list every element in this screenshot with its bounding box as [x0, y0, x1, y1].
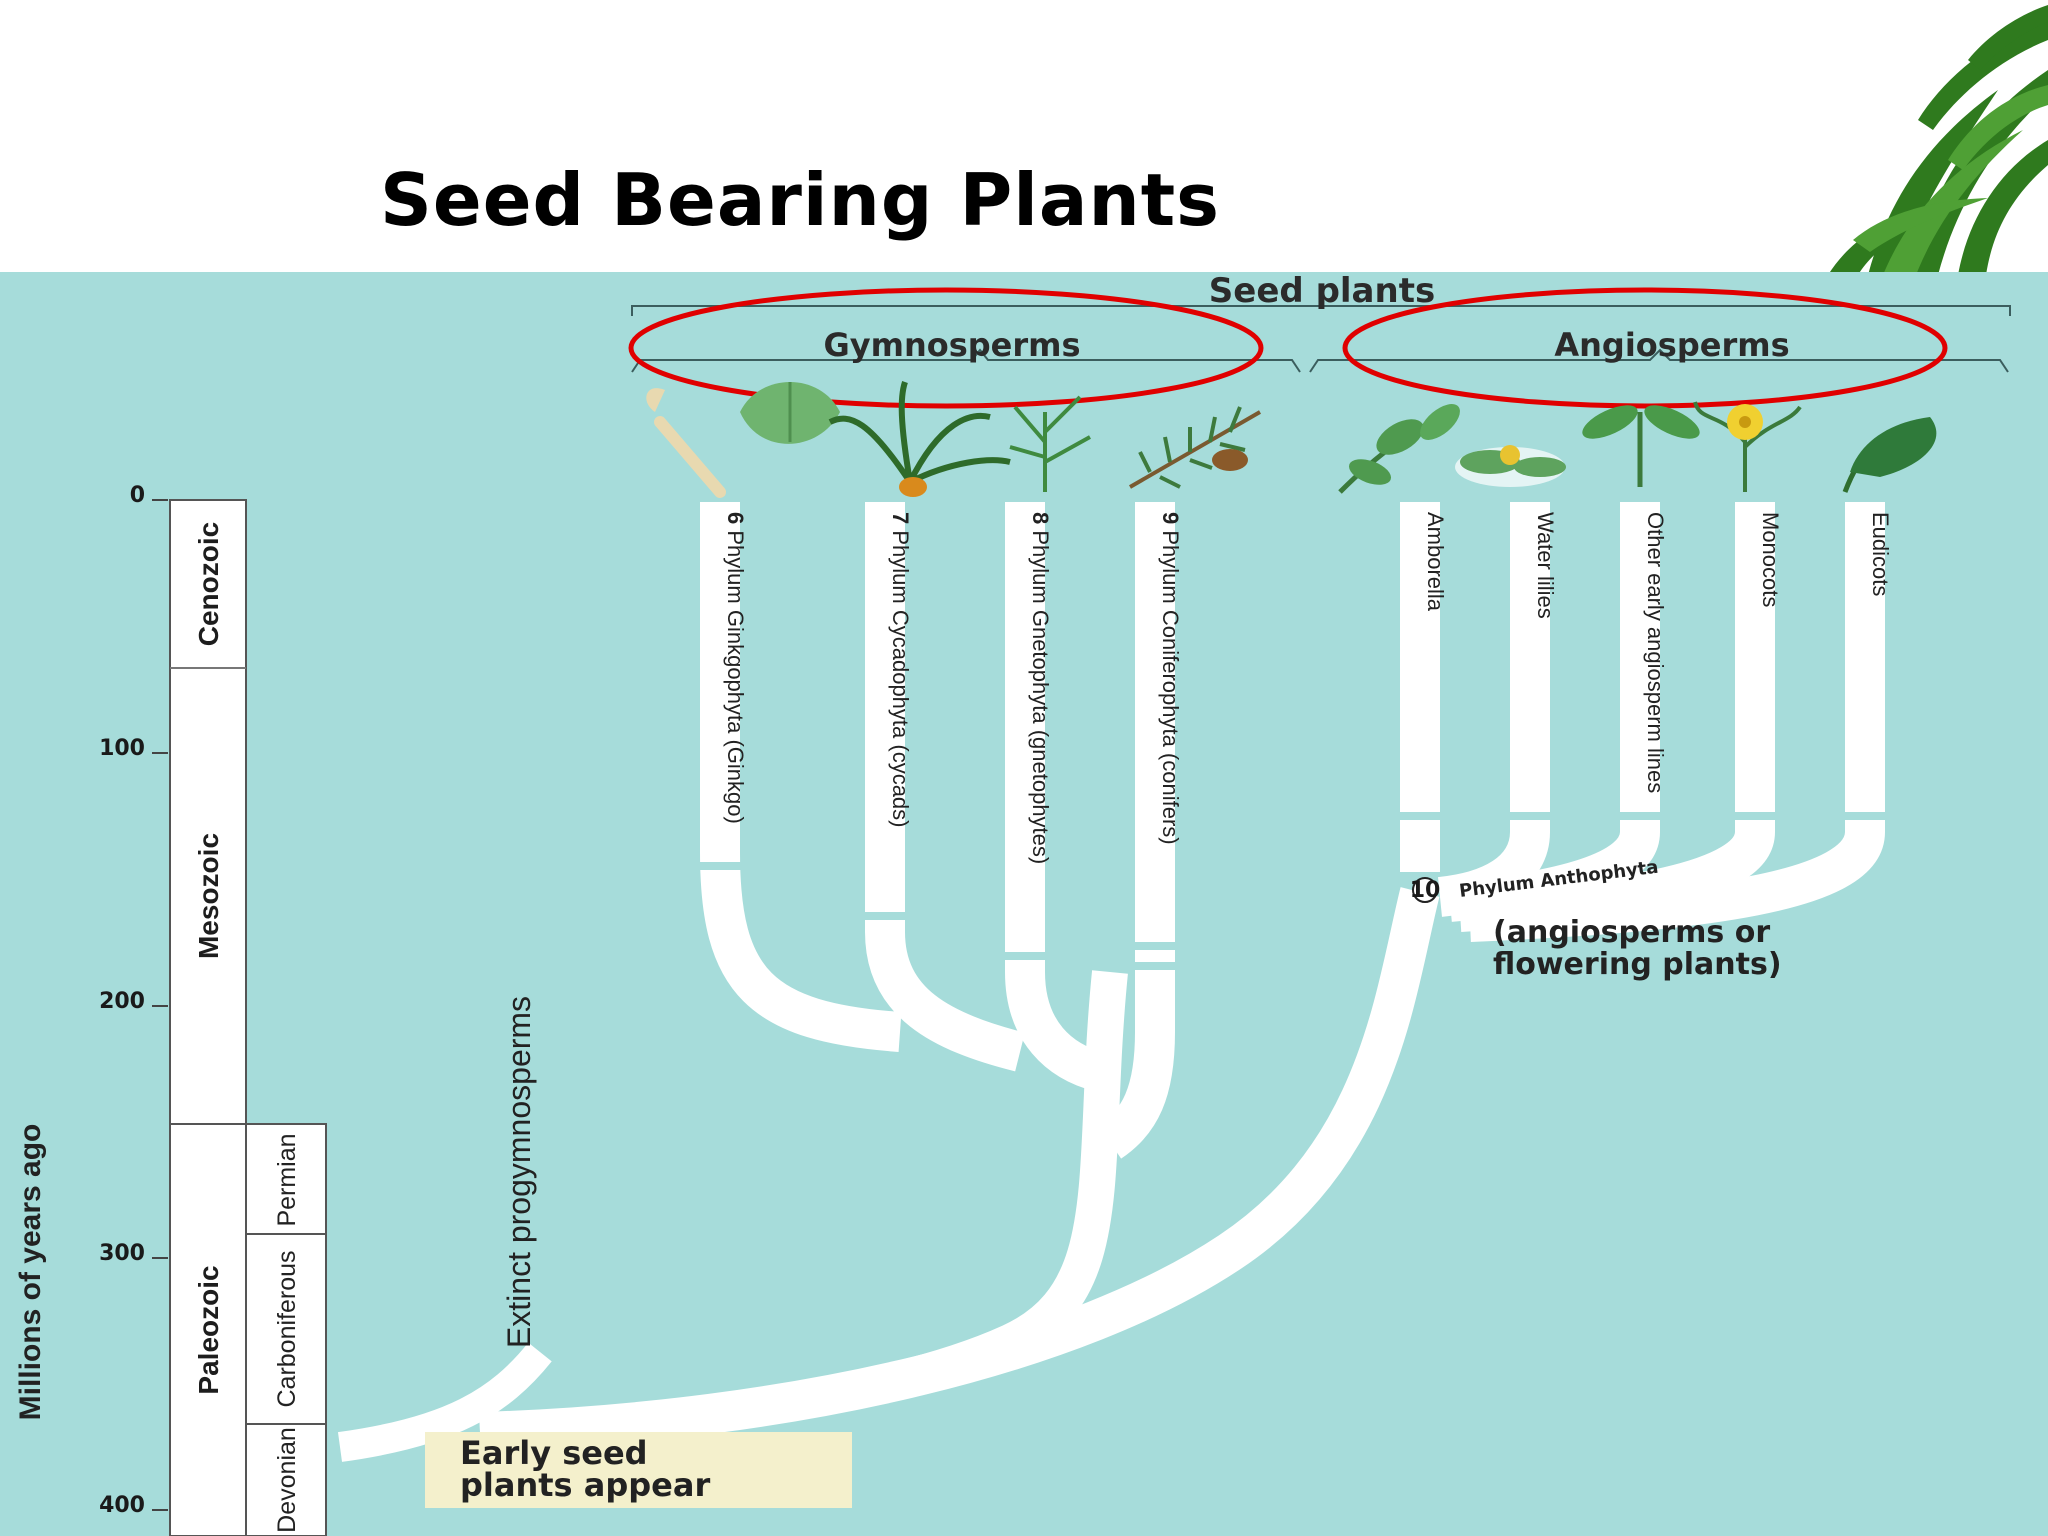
- early-seed-plants-note-line-2: plants appear: [460, 1466, 710, 1504]
- lineage-label-amborella: Amborella: [1423, 512, 1448, 612]
- tick-100: 100: [99, 736, 145, 761]
- amborella-illustration: [1338, 404, 1460, 494]
- anthophyta-note-line-2: flowering plants): [1493, 947, 1782, 982]
- eudicots-branch: [1469, 502, 1885, 942]
- early-seed-plants-note-box: [425, 1432, 852, 1508]
- time-axis-ticks: 0 100 200 300 400: [99, 483, 168, 1518]
- y-axis-label: Millions of years ago: [14, 1124, 47, 1421]
- lineage-label-conifers: 9 Phylum Coniferophyta (conifers): [1158, 512, 1183, 845]
- seed-plants-bracket: [631, 305, 2011, 316]
- gymnosperms-label: Gymnosperms: [823, 326, 1080, 364]
- early-angiosperm-illustration: [1582, 405, 1700, 487]
- extinct-progymnosperm-branch: [337, 1342, 552, 1462]
- angiosperms-label: Angiosperms: [1554, 326, 1789, 364]
- tick-400: 400: [99, 1493, 145, 1518]
- lineage-label-monocots: Monocots: [1758, 512, 1783, 607]
- cycad-branch: [865, 502, 1025, 1072]
- slide-title: Seed Bearing Plants: [380, 158, 1221, 242]
- angiosperms-bracket: [1309, 348, 2009, 373]
- ginkgo-branch: [700, 502, 902, 1052]
- seed-plants-header: Seed plants: [1209, 272, 1435, 311]
- seed-plant-phylogeny-diagram: Seed plants Gymnosperms Angiosperms: [14, 272, 2011, 1536]
- anthophyta-note-line-1: (angiosperms or: [1493, 915, 1770, 950]
- conifer-branch: [1098, 502, 1175, 1159]
- angiosperm-trunk: [479, 887, 1440, 1452]
- ginkgo-illustration: [646, 382, 840, 498]
- geologic-timescale: [169, 499, 327, 1536]
- angiosperms-highlight-ellipse: [1342, 287, 1948, 409]
- lineage-label-cycads: 7 Phylum Cycadophyta (cycads): [888, 512, 913, 828]
- branch-gap-bands: [700, 812, 1890, 970]
- gymnosperms-highlight-ellipse: [628, 287, 1264, 409]
- lineage-label-water-lilies: Water lilies: [1533, 512, 1558, 619]
- monocot-illustration: [1693, 401, 1802, 492]
- tick-300: 300: [99, 1241, 145, 1266]
- era-cenozoic: Cenozoic: [193, 522, 224, 646]
- cycad-illustration: [828, 381, 1011, 497]
- bamboo-leaves-decoration: [1828, 5, 2048, 275]
- svg-text:10: 10: [1410, 878, 1441, 903]
- water-lilies-branch: [1437, 502, 1550, 917]
- lineage-label-gnetophytes: 8 Phylum Gnetophyta (gnetophytes): [1028, 512, 1053, 864]
- lineage-label-early-angiosperms: Other early angiosperm lines: [1643, 512, 1668, 793]
- gnetophyte-illustration: [1009, 395, 1091, 492]
- lineage-label-eudicots: Eudicots: [1868, 512, 1893, 596]
- phylogeny-panel: Seed plants Gymnosperms Angiosperms: [0, 272, 2048, 1536]
- conifer-illustration: [1129, 406, 1261, 489]
- lineage-label-ginkgo: 6 Phylum Ginkgophyta (Ginkgo): [723, 512, 748, 824]
- period-carboniferous: Carboniferous: [273, 1250, 301, 1407]
- period-devonian: Devonian: [273, 1427, 301, 1533]
- era-paleozoic: Paleozoic: [193, 1265, 224, 1394]
- era-mesozoic: Mesozoic: [193, 833, 224, 959]
- phylogeny-branches: [337, 502, 1885, 1462]
- extinct-progymnosperms-label: Extinct progymnosperms: [501, 996, 537, 1348]
- period-permian: Permian: [273, 1133, 301, 1226]
- tick-200: 200: [99, 989, 145, 1014]
- eudicot-illustration: [1842, 417, 1937, 493]
- gnetophyte-branch: [1005, 502, 1106, 1092]
- water-lily-illustration: [1455, 445, 1566, 487]
- tick-0: 0: [130, 483, 145, 508]
- early-seed-plants-note-line-1: Early seed: [460, 1434, 648, 1472]
